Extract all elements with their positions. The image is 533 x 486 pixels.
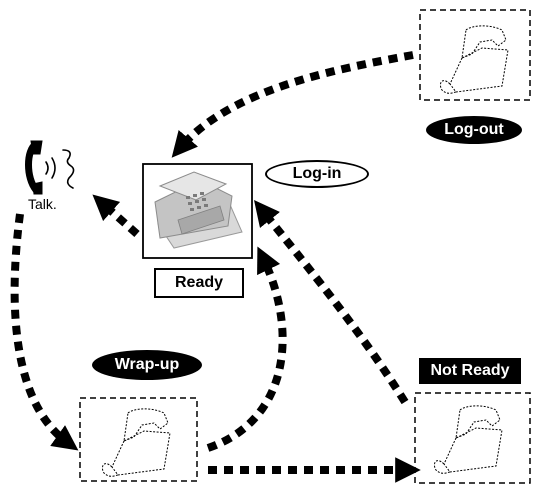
logout-label: Log-out	[426, 116, 522, 144]
notready-phone-box	[414, 392, 531, 484]
arrow-logout-to-ready	[171, 51, 414, 158]
arrow-talk-to-wrapup	[10, 213, 79, 451]
wrapup-label: Wrap-up	[92, 350, 202, 380]
telephone-icon	[101, 408, 171, 477]
logout-phone-box	[419, 9, 531, 101]
notready-label: Not Ready	[419, 358, 521, 384]
talk-label: Talk.	[28, 196, 57, 212]
handset-talking-icon	[25, 140, 75, 195]
ready-label: Ready	[154, 268, 244, 298]
ready-phone-box	[142, 163, 253, 259]
login-label: Log-in	[265, 160, 369, 188]
wrapup-phone-box	[79, 397, 198, 482]
telephone-icon	[439, 25, 509, 94]
arrow-ready-to-talk	[92, 194, 140, 237]
arrow-wrapup-to-ready	[206, 246, 287, 452]
telephone-icon	[433, 405, 503, 474]
desk-phone-icon	[154, 171, 243, 249]
arrow-notready-to-ready	[254, 200, 409, 405]
